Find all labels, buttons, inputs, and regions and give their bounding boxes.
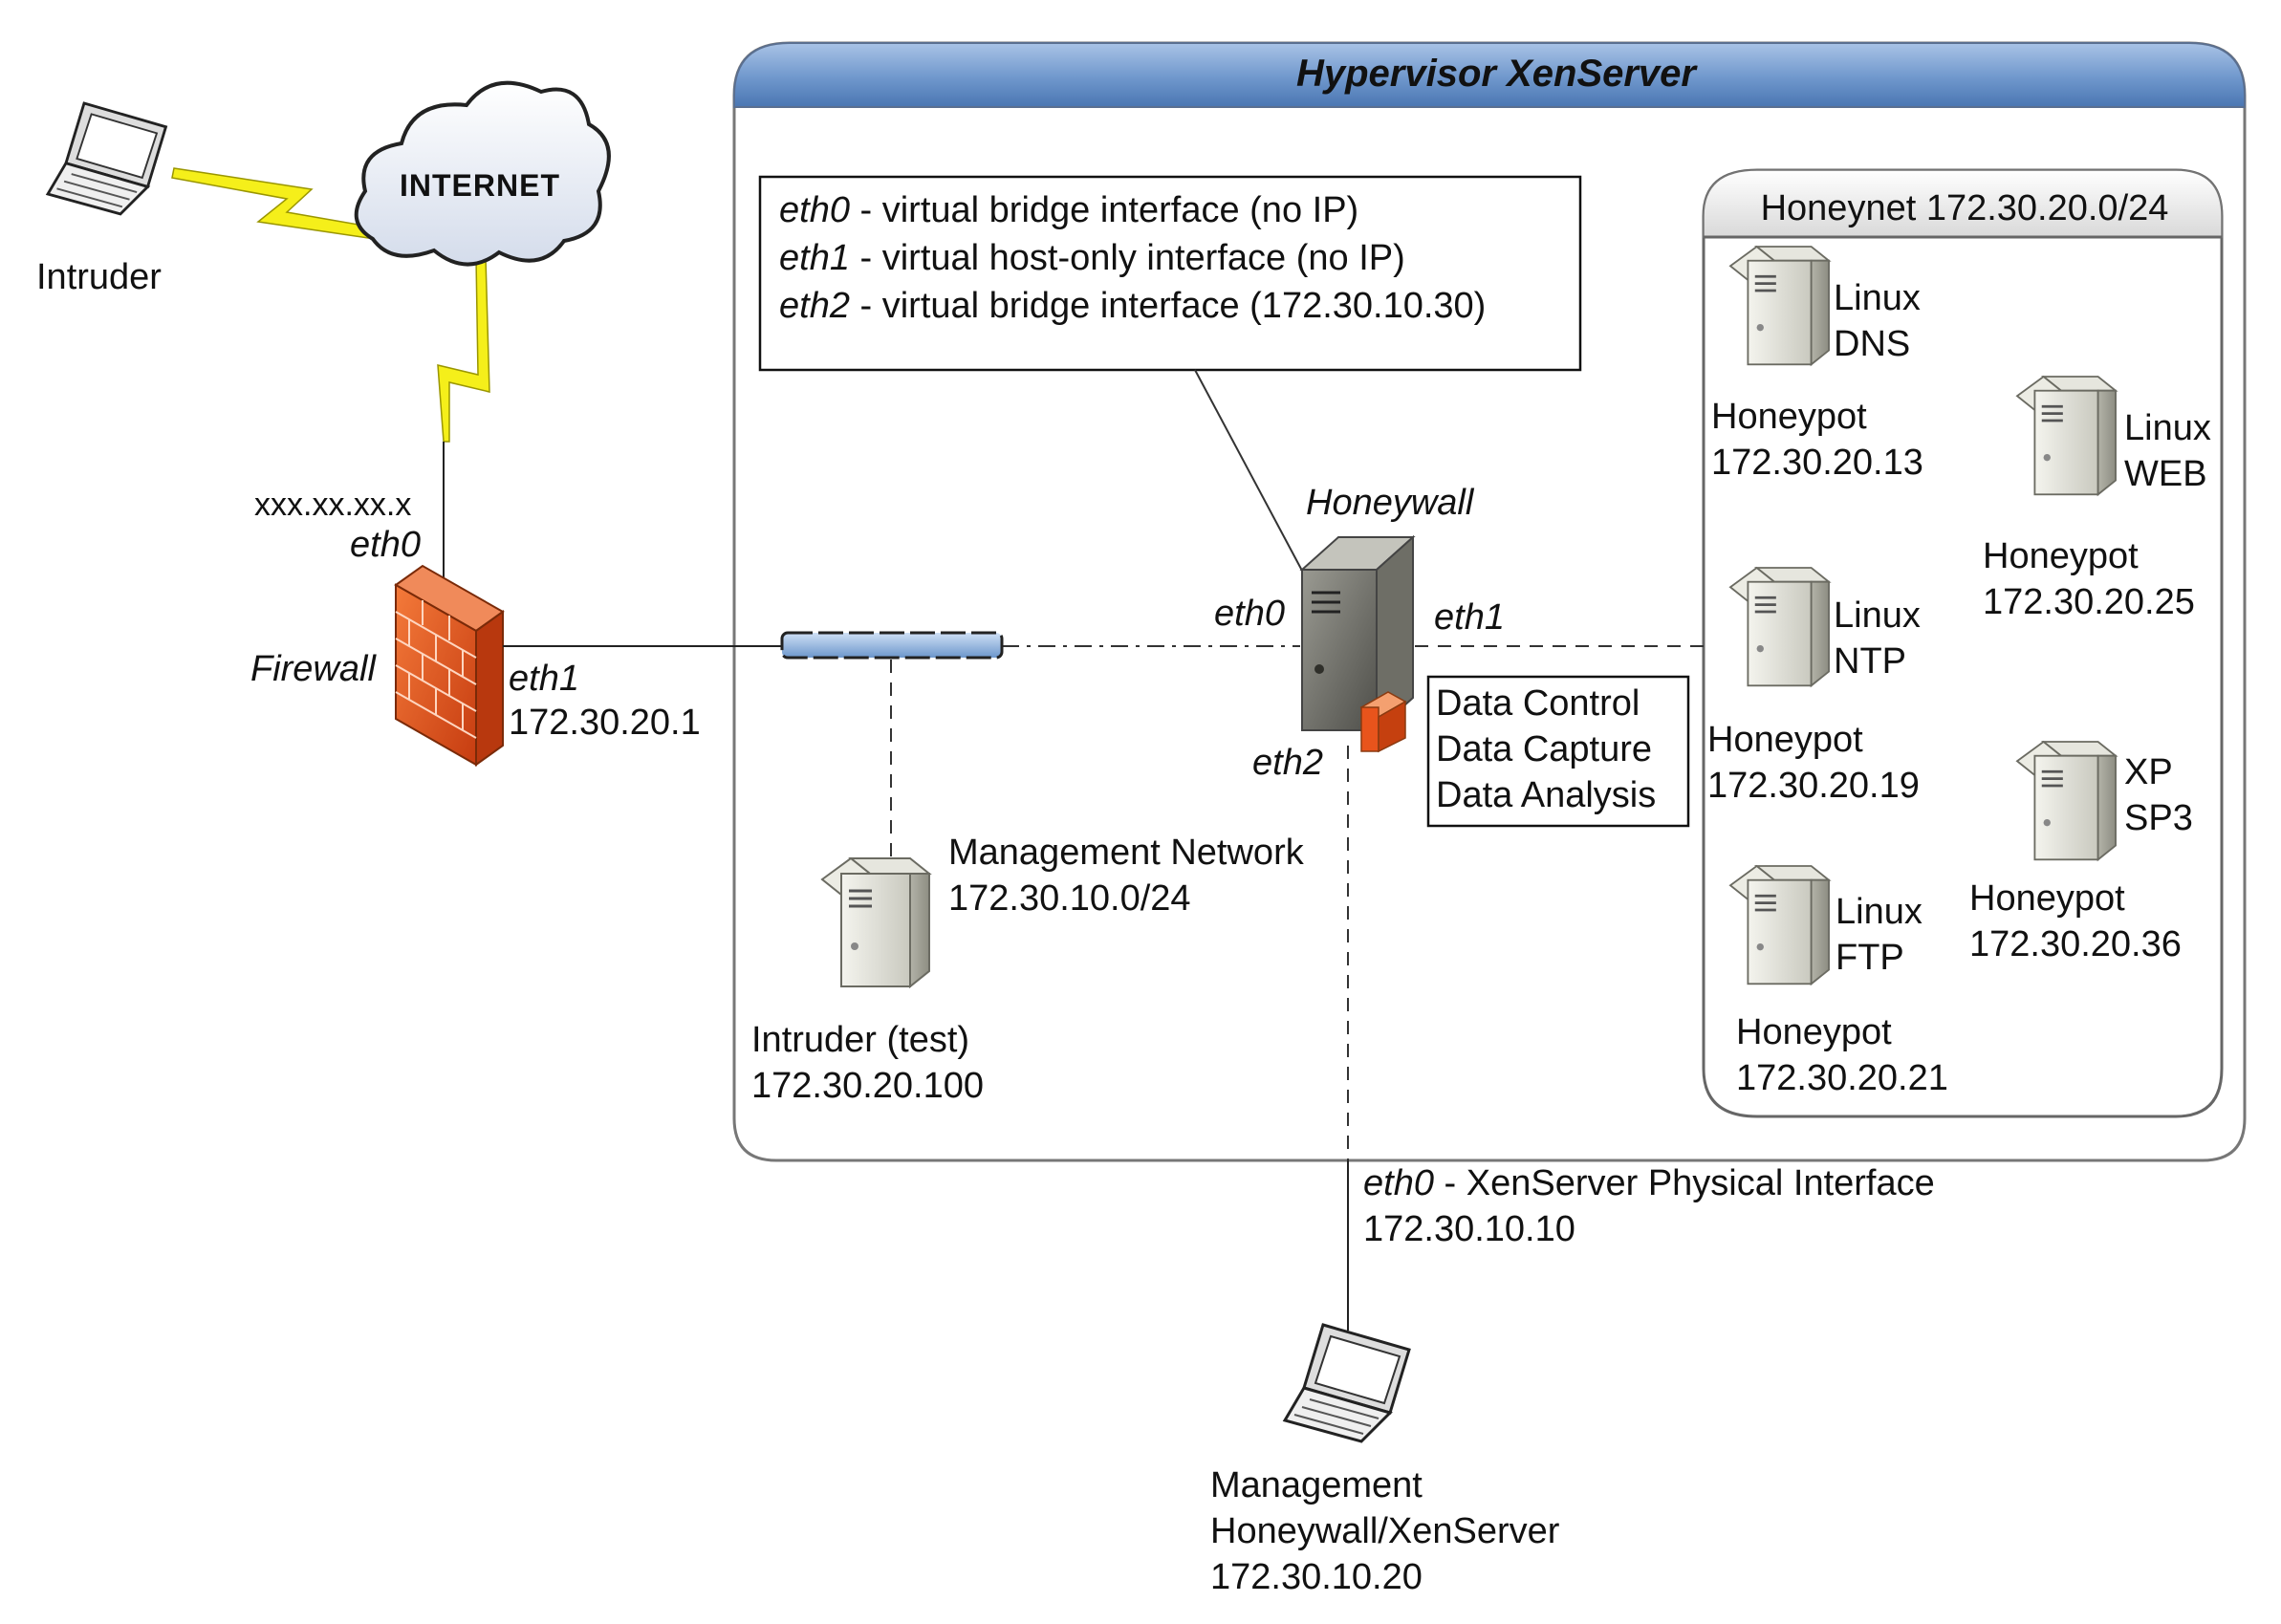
honeypot-dns-os: Linux [1834, 278, 1921, 318]
interfaces-box [758, 175, 1582, 372]
firewall-eth1-ip: 172.30.20.1 [509, 703, 701, 743]
internet-label: INTERNET [400, 168, 560, 203]
honeypot-web-service: WEB [2124, 454, 2207, 494]
lightning-icon [437, 257, 490, 443]
honeynet-title: Honeynet 172.30.20.0/24 [1760, 188, 2169, 228]
intruder-label: Intruder [36, 257, 162, 297]
management-host-line1: Management [1210, 1465, 1423, 1505]
iface-eth1-desc: - virtual host-only interface (no IP) [849, 238, 1405, 278]
honeywall-eth1-label: eth1 [1434, 597, 1505, 638]
honeywall-label: Honeywall [1306, 483, 1474, 523]
xen-physical-ip: 172.30.10.10 [1363, 1209, 1575, 1249]
honeypot-dns-ip: 172.30.20.13 [1711, 443, 1923, 483]
honeypot-xp-service: SP3 [2124, 798, 2193, 838]
honeypot-ftp-ip: 172.30.20.21 [1736, 1058, 1948, 1098]
honeywall-functions-box [1426, 675, 1690, 828]
honeypot-web-ip: 172.30.20.25 [1983, 582, 2195, 622]
iface-eth1: eth1 [779, 238, 850, 278]
intruder-test-label: Intruder (test) [751, 1020, 970, 1060]
iface-eth2: eth2 [779, 286, 850, 326]
hypervisor-title: Hypervisor XenServer [1295, 53, 1696, 95]
honeypot-ftp-service: FTP [1836, 938, 1904, 978]
honeywall-eth0-label: eth0 [1214, 594, 1285, 634]
interfaces-leader-line [1194, 369, 1311, 586]
honeypot-web-label: Honeypot [1983, 536, 2139, 576]
honeywall-server-icon [1299, 534, 1416, 753]
iface-eth0: eth0 [779, 190, 850, 230]
lightning-icon [171, 167, 376, 240]
firewall-eth1-label: eth1 [509, 659, 579, 699]
iface-eth2-desc: - virtual bridge interface (172.30.10.30… [849, 286, 1487, 326]
interfaces-line-eth0: eth0 - virtual bridge interface (no IP) [779, 187, 1358, 233]
management-host-ip: 172.30.10.20 [1210, 1557, 1423, 1597]
interfaces-line-eth2: eth2 - virtual bridge interface (172.30.… [779, 283, 1486, 329]
honeywall-eth2-label: eth2 [1252, 743, 1323, 783]
firewall-label: Firewall [250, 649, 376, 689]
honeywall-function-1: Data Control [1436, 683, 1640, 724]
laptop-icon [46, 101, 167, 216]
honeypot-dns-service: DNS [1834, 324, 1911, 364]
interfaces-line-eth1: eth1 - virtual host-only interface (no I… [779, 235, 1405, 281]
xen-physical-label: eth0 - XenServer Physical Interface [1363, 1160, 1935, 1206]
management-host-line2: Honeywall/XenServer [1210, 1511, 1560, 1551]
management-network-subnet: 172.30.10.0/24 [948, 878, 1191, 919]
intruder-test-ip: 172.30.20.100 [751, 1066, 985, 1106]
xen-physical-desc: - XenServer Physical Interface [1433, 1163, 1935, 1203]
honeywall-function-2: Data Capture [1436, 729, 1653, 769]
honeypot-xp-ip: 172.30.20.36 [1969, 924, 2182, 964]
honeypot-ntp-os: Linux [1834, 595, 1921, 636]
firewall-eth0-label: eth0 [350, 525, 421, 565]
management-network-label: Management Network [948, 833, 1304, 873]
cloud-icon [354, 80, 611, 267]
firewall-eth0-ip: xxx.xx.xx.x [254, 487, 412, 523]
iface-eth0-desc: - virtual bridge interface (no IP) [849, 190, 1359, 230]
honeypot-web-os: Linux [2124, 408, 2211, 448]
honeypot-xp-os: XP [2124, 752, 2173, 792]
honeypot-ftp-os: Linux [1836, 892, 1923, 932]
honeypot-ntp-service: NTP [1834, 641, 1906, 682]
honeypot-ftp-label: Honeypot [1736, 1012, 1892, 1052]
honeypot-xp-label: Honeypot [1969, 878, 2125, 919]
honeypot-ntp-label: Honeypot [1707, 720, 1863, 760]
honeypot-dns-label: Honeypot [1711, 397, 1867, 437]
switch-icon [780, 631, 1004, 660]
xen-physical-iface: eth0 [1363, 1163, 1434, 1203]
honeypot-ntp-ip: 172.30.20.19 [1707, 766, 1920, 806]
firewall-icon [394, 564, 505, 767]
honeywall-function-3: Data Analysis [1436, 775, 1657, 815]
laptop-icon [1283, 1323, 1411, 1443]
